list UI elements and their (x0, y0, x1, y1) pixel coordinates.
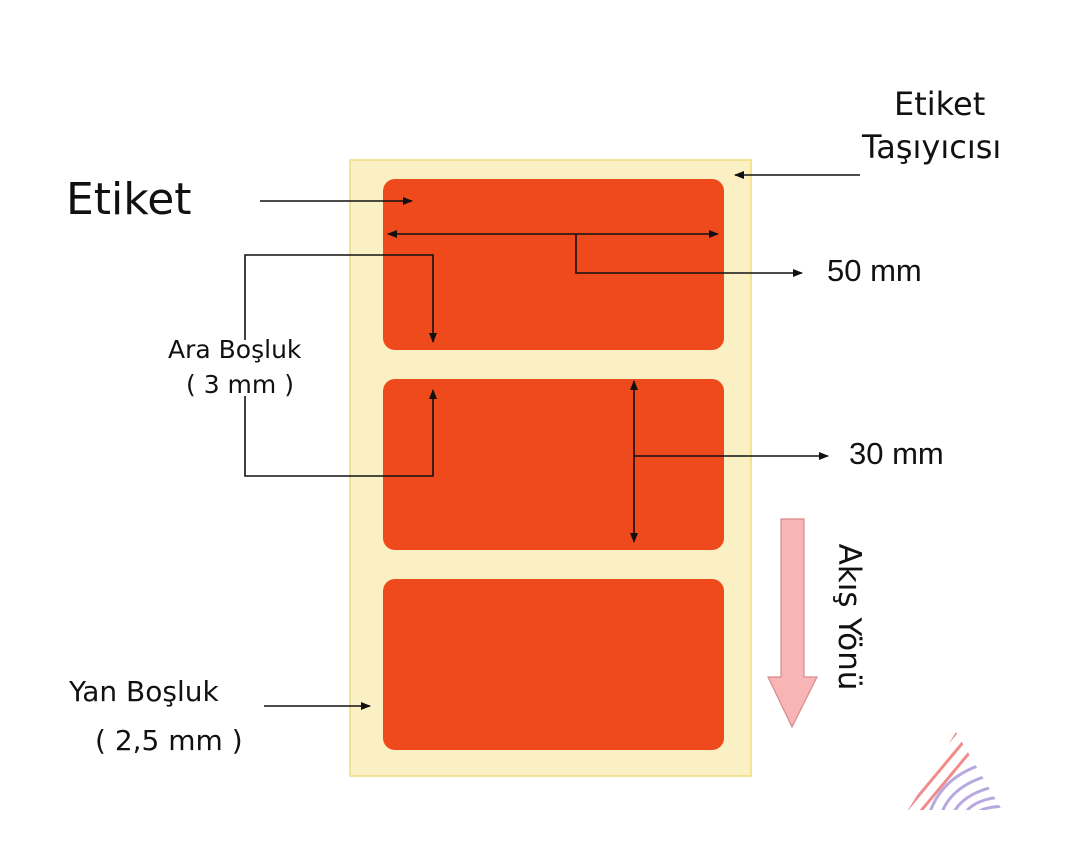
gap-bracket-top (244, 254, 437, 343)
flow-direction-arrow (767, 518, 818, 729)
carrier-title-line2: Taşıyıcısı (862, 128, 1002, 166)
label-3 (383, 579, 724, 750)
carrier-title-line1: Etiket (894, 85, 986, 123)
label-2 (383, 379, 724, 550)
side-margin-title: Yan Boşluk (69, 675, 219, 708)
side-margin-value: ( 2,5 mm ) (95, 724, 243, 757)
width-leader-line (575, 234, 803, 277)
height-value: 30 mm (849, 436, 944, 471)
flow-direction-label: Akış Yönü (831, 543, 867, 691)
gap-value: ( 3 mm ) (186, 370, 294, 399)
label-1 (383, 179, 724, 350)
gap-title: Ara Boşluk (168, 335, 302, 364)
gap-bracket-bottom (244, 389, 437, 477)
label-title: Etiket (66, 174, 192, 225)
striped-triangle-logo-icon (908, 732, 1002, 810)
width-value: 50 mm (827, 253, 922, 288)
